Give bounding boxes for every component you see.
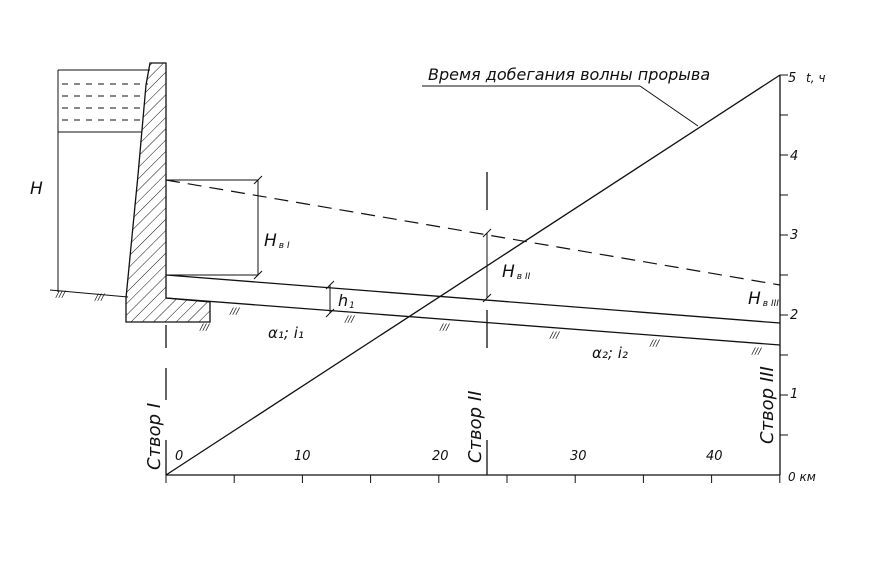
x-tick-label: 0 xyxy=(175,449,183,464)
ground-hatch: /// xyxy=(549,331,560,341)
t-axis-unit-label: t, ч xyxy=(806,71,825,85)
chart-title: Время добегания волны прорыва xyxy=(428,65,710,84)
wave-travel-time-line xyxy=(165,74,781,476)
dimension-h1: h1 xyxy=(325,280,355,318)
ground-hatch: /// xyxy=(55,290,66,300)
ground-hatch: /// xyxy=(94,293,105,303)
dimension-tick xyxy=(482,293,492,303)
x-tick-label: 10 xyxy=(294,449,311,464)
dimension-tick xyxy=(482,228,492,238)
x-tick-label: 20 xyxy=(432,449,449,464)
ground-hatch: /// xyxy=(344,315,355,325)
slope1-label: α₁; i₁ xyxy=(268,324,304,342)
ground-hatch: /// xyxy=(751,347,762,357)
x-axis-unit-label: 0 км xyxy=(788,470,816,484)
t-tick-label: 5 xyxy=(788,71,796,86)
river-profile: /// /// /// /// /// /// xyxy=(165,179,781,357)
river-bed-line xyxy=(165,297,781,346)
slope2-label: α₂; i₂ xyxy=(592,344,628,362)
dimension-tick xyxy=(325,308,335,318)
dimension-tick xyxy=(325,280,335,290)
t-axis: 1 2 3 4 5 t, ч xyxy=(779,71,825,475)
title-leader: Время добегания волны прорыва xyxy=(422,65,710,127)
upstream-ground: /// /// xyxy=(49,289,129,303)
section-2-label: Створ II xyxy=(465,391,486,463)
t-tick-label: 3 xyxy=(790,228,798,243)
section-3-label: Створ III xyxy=(757,366,778,444)
wave-crest-envelope xyxy=(165,179,781,286)
dam-body xyxy=(125,62,211,323)
x-axis: 0 10 20 30 40 0 км xyxy=(165,449,816,484)
ground-hatch: /// xyxy=(439,323,450,333)
t-axis-ticks xyxy=(780,74,788,436)
reservoir: H xyxy=(30,69,150,292)
x-tick-label: 30 xyxy=(570,449,587,464)
dimension-tick xyxy=(253,270,263,280)
t-tick-label: 4 xyxy=(790,149,798,164)
ground-hatch: /// xyxy=(649,339,660,349)
x-tick-label: 40 xyxy=(706,449,723,464)
x-axis-ticks xyxy=(165,475,781,483)
section-markers: Створ I Створ II Створ III xyxy=(144,172,778,475)
t-tick-label: 1 xyxy=(790,387,798,402)
dam: /// xyxy=(125,62,211,333)
ground-hatch: /// xyxy=(229,307,240,317)
h1-label: h1 xyxy=(338,291,355,311)
t-tick-label: 2 xyxy=(790,308,798,323)
title-leader-line xyxy=(639,85,699,127)
head-label: H xyxy=(30,179,43,199)
dimension-tick xyxy=(253,175,263,185)
ground-hatch: /// xyxy=(199,323,210,333)
normal-water-surface xyxy=(165,274,781,324)
section-1-label: Створ I xyxy=(144,403,165,470)
ground-line xyxy=(49,289,129,298)
